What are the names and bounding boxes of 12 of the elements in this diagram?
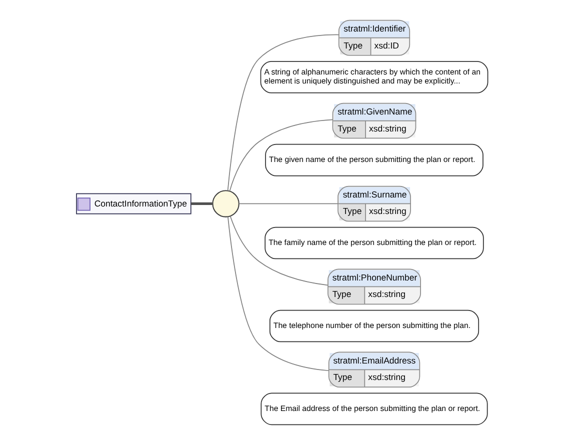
node-box: The given name of the person submitting the plan or report. bbox=[265, 144, 484, 176]
node-box: The Email address of the person submitting the plan or report. bbox=[260, 392, 488, 426]
connector bbox=[230, 216, 328, 286]
node-box: A string of alphanumeric characters by which the content of an element is uniquely distinguished and may be explicitly... bbox=[260, 60, 488, 94]
connector bbox=[227, 34, 340, 192]
connector bbox=[227, 216, 330, 372]
node-box: The telephone number of the person submitting the plan. bbox=[269, 310, 480, 342]
connector bbox=[191, 202, 212, 206]
connector bbox=[229, 119, 334, 192]
node-circle bbox=[212, 190, 240, 218]
connector bbox=[238, 203, 338, 204]
node-box: The family name of the person submitting the plan or report. bbox=[264, 226, 484, 260]
